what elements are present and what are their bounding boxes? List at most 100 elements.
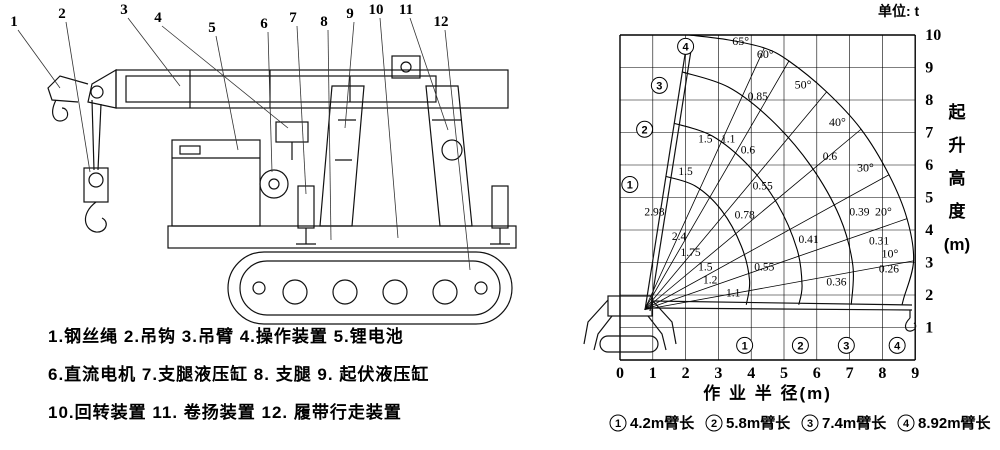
load-value: 1.1: [726, 288, 741, 300]
angle-label: 30°: [857, 161, 874, 175]
mini-hook: [904, 317, 917, 332]
winch-mast: [425, 85, 473, 227]
boom-number-bottom-text: 3: [843, 340, 849, 352]
callout-leader-line: [127, 17, 181, 87]
legend-line-1: 1.钢丝绳 2.吊钩 3.吊臂 4.操作装置 5.锂电池: [48, 327, 404, 346]
angle-label: 20°: [875, 204, 892, 218]
legend-boom-label: 5.8m臂长: [726, 414, 791, 432]
boom-number-bottom: [837, 336, 855, 354]
boom-angle-line: [644, 91, 827, 310]
boom-curve: [682, 71, 855, 305]
callout-number: 7: [289, 10, 297, 26]
legend-boom-number: [705, 414, 723, 432]
outrigger-front: [296, 185, 316, 245]
y-axis-title-char: 度: [949, 201, 967, 221]
boom-number-top-text: 2: [642, 124, 648, 136]
legend-boom-number-text: 3: [807, 418, 813, 430]
load-value: 1.1: [721, 133, 736, 145]
x-axis-title: 作 业 半 径(m): [703, 383, 832, 403]
load-value: 0.39: [849, 206, 869, 218]
callout-number: 10: [369, 2, 384, 18]
wire-rope: [91, 99, 102, 171]
callout-leader-line: [17, 29, 61, 89]
boom: [115, 69, 509, 109]
x-tick-label: 5: [780, 365, 788, 382]
boom-number-bottom-text: 4: [894, 340, 901, 352]
legend-line-3: 10.回转装置 11. 卷扬装置 12. 履带行走装置: [48, 403, 402, 422]
load-value: 0.6: [823, 151, 838, 163]
unit-label: 单位: t: [878, 3, 920, 19]
angle-label: 65°: [732, 34, 749, 48]
boom-angle-line: [644, 47, 765, 310]
battery-box: [171, 139, 261, 227]
y-axis-title-char: 升: [949, 136, 966, 155]
callout-number: 6: [260, 16, 268, 32]
mini-raised-boom: [644, 41, 693, 312]
y-tick-label: 6: [925, 157, 933, 174]
x-tick-label: 9: [911, 365, 919, 382]
legend-boom-number-text: 2: [711, 418, 717, 430]
boom-number-bottom: [791, 336, 809, 354]
x-tick-label: 8: [878, 365, 886, 382]
callout-number: 4: [154, 10, 162, 26]
callout-leader-line: [161, 25, 289, 129]
load-value: 1.5: [698, 133, 713, 145]
load-value: 0.6: [741, 145, 756, 157]
callout-number: 5: [208, 20, 216, 36]
callout-number: 1: [10, 14, 18, 30]
y-tick-label: 4: [925, 222, 933, 239]
angle-label: 10°: [882, 247, 899, 261]
boom-angle-line: [644, 174, 890, 310]
load-value: 1.5: [698, 262, 713, 274]
callout-leader-line: [215, 35, 239, 151]
load-value: 1.5: [678, 166, 693, 178]
callout-number: 12: [434, 14, 449, 30]
x-tick-label: 0: [616, 365, 624, 382]
boom-curve: [665, 175, 751, 305]
y-tick-label: 7: [925, 125, 933, 142]
load-value: 0.26: [879, 263, 899, 275]
load-value: 2.98: [644, 206, 664, 218]
callout-number: 3: [120, 2, 128, 18]
boom-angle-line: [644, 218, 908, 311]
crawler-track: [227, 251, 513, 325]
y-tick-label: 3: [925, 255, 933, 272]
outrigger-rear: [490, 185, 510, 245]
boom-head: [87, 68, 117, 109]
dc-motor: [259, 169, 289, 199]
hook-block: [83, 167, 109, 233]
boom-curves-layer: [665, 34, 915, 305]
callout-leader-line: [344, 21, 355, 129]
load-value: 0.85: [748, 91, 768, 103]
legend-line-2: 6.直流电机 7.支腿液压缸 8. 支腿 9. 起伏液压缸: [48, 365, 430, 384]
boom-number-bottom: [736, 336, 754, 354]
boom-angle-line: [644, 60, 790, 310]
load-value: 0.55: [754, 262, 774, 274]
x-tick-label: 2: [682, 365, 690, 382]
mini-horizontal-boom: [651, 300, 917, 332]
y-tick-label: 8: [925, 92, 933, 109]
load-value: 0.78: [735, 210, 755, 222]
boom-curve: [688, 34, 915, 305]
callout-number: 11: [399, 2, 413, 18]
x-tick-label: 7: [846, 365, 854, 382]
mini-crane-drawing: [583, 41, 917, 353]
boom-curve: [674, 122, 803, 305]
boom-number-top-text: 4: [683, 41, 690, 53]
load-value: 2.4: [672, 231, 687, 243]
boom-number-top: [677, 37, 695, 55]
y-tick-label: 5: [925, 190, 933, 207]
boom-number-top: [621, 176, 639, 193]
auxiliary-hook: [47, 75, 89, 122]
callout-number: 9: [346, 6, 354, 22]
load-value: 0.55: [753, 180, 773, 192]
callout-leader-line: [296, 25, 307, 195]
boom-angle-line: [644, 260, 914, 311]
